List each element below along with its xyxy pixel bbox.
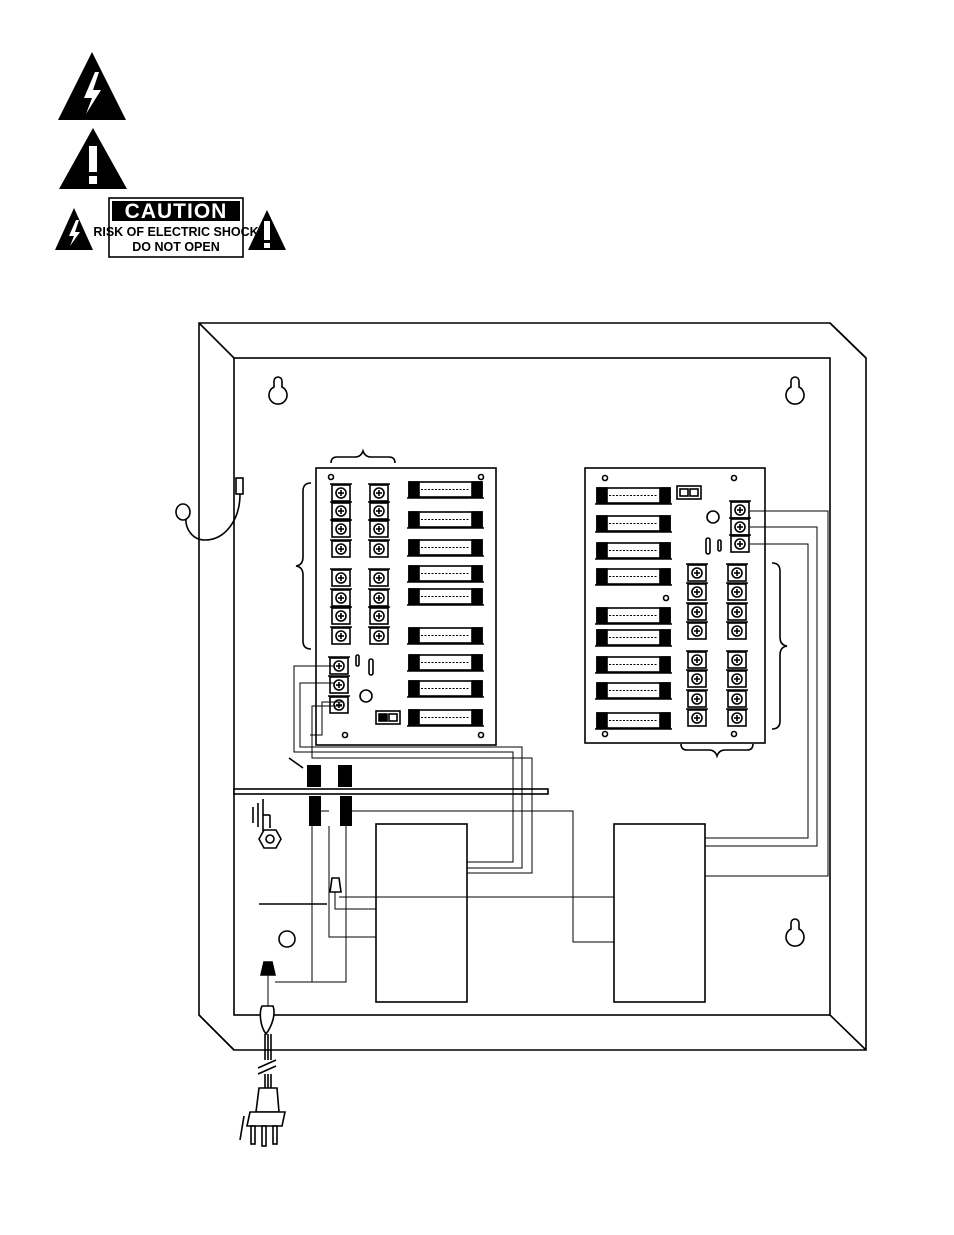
- terminal-screw: [686, 709, 708, 726]
- terminal-screw: [726, 603, 748, 620]
- terminal-screw: [368, 502, 390, 519]
- glass-fuse: [407, 681, 484, 697]
- terminal-screw: [726, 651, 748, 668]
- terminal-screw: [368, 540, 390, 557]
- terminal-screw: [368, 484, 390, 501]
- terminal-screw: [726, 690, 748, 707]
- terminal-screw: [330, 502, 352, 519]
- terminal-screw: [330, 484, 352, 501]
- glass-fuse: [595, 713, 672, 729]
- terminal-screw: [330, 569, 352, 586]
- terminal-screw: [368, 589, 390, 606]
- glass-fuse: [595, 569, 672, 585]
- glass-fuse: [407, 710, 484, 726]
- glass-fuse: [407, 566, 484, 582]
- glass-fuse: [595, 516, 672, 532]
- transformer-right: [614, 824, 705, 1002]
- mounting-rail: [234, 789, 548, 794]
- small-shock-warning-icon: [55, 208, 93, 250]
- terminal-screw: [726, 564, 748, 581]
- terminal-screw: [726, 622, 748, 639]
- glass-fuse: [407, 540, 484, 556]
- terminal-screw: [729, 518, 751, 535]
- terminal-screw: [726, 670, 748, 687]
- transformer-left: [376, 824, 467, 1002]
- attention-warning-icon: [59, 128, 127, 189]
- wire-nut-lower: [261, 962, 275, 975]
- caution-label: CAUTION RISK OF ELECTRIC SHOCK DO NOT OP…: [93, 198, 258, 257]
- right-output-fuses: [595, 488, 672, 729]
- wire-nut-upper: [330, 878, 341, 892]
- terminal-screw: [328, 696, 350, 713]
- caution-heading: CAUTION: [125, 200, 228, 223]
- glass-fuse: [407, 628, 484, 644]
- caution-line-2: DO NOT OPEN: [132, 240, 220, 254]
- caution-line-1: RISK OF ELECTRIC SHOCK: [93, 225, 258, 239]
- terminal-screw: [686, 622, 708, 639]
- terminal-screw: [686, 651, 708, 668]
- glass-fuse: [407, 512, 484, 528]
- terminal-screw: [726, 709, 748, 726]
- terminal-screw: [729, 535, 751, 552]
- power-plug: [240, 1088, 285, 1146]
- terminal-screw: [368, 569, 390, 586]
- terminal-screw: [368, 627, 390, 644]
- glass-fuse: [595, 657, 672, 673]
- glass-fuse: [595, 683, 672, 699]
- terminal-screw: [330, 607, 352, 624]
- terminal-screw: [686, 564, 708, 581]
- terminal-screw: [330, 520, 352, 537]
- terminal-screw: [686, 670, 708, 687]
- terminal-screw: [330, 540, 352, 557]
- glass-fuse: [407, 589, 484, 605]
- glass-fuse: [595, 608, 672, 624]
- terminal-screw: [328, 676, 350, 693]
- terminal-screw: [368, 607, 390, 624]
- glass-fuse: [595, 543, 672, 559]
- glass-fuse: [595, 630, 672, 646]
- terminal-screw: [686, 603, 708, 620]
- glass-fuse: [407, 655, 484, 671]
- terminal-screw: [729, 501, 751, 518]
- enclosure: [199, 323, 866, 1050]
- terminal-screw: [686, 690, 708, 707]
- terminal-screw: [368, 520, 390, 537]
- left-output-fuses: [407, 482, 484, 726]
- terminal-screw: [726, 583, 748, 600]
- glass-fuse: [595, 488, 672, 504]
- terminal-screw: [686, 583, 708, 600]
- terminal-screw: [330, 589, 352, 606]
- electric-shock-warning-icon: [58, 52, 126, 120]
- glass-fuse: [407, 482, 484, 498]
- terminal-screw: [330, 627, 352, 644]
